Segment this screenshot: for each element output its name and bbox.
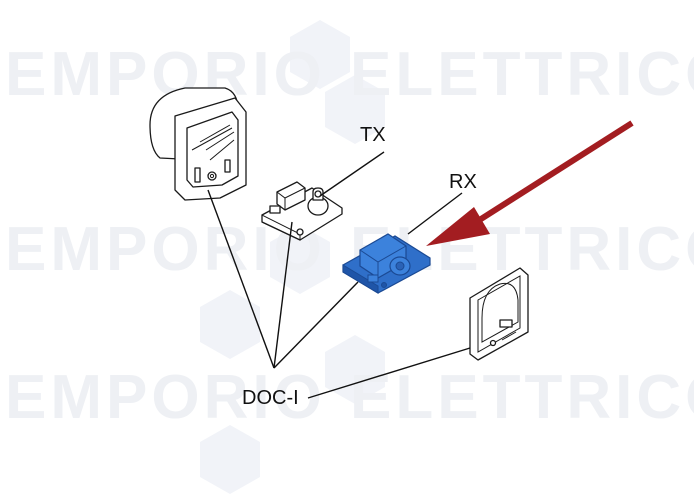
watermark-text-emporio: EMPORIO [5, 363, 326, 432]
leader-lines [207, 151, 471, 399]
photocell-housing [149, 87, 247, 201]
red-arrow-icon [426, 120, 634, 246]
rx-label: RX [449, 171, 477, 193]
tx-board [261, 181, 343, 241]
cover-plate [469, 267, 529, 361]
watermark-text-emporio: EMPORIO [5, 215, 326, 284]
watermark-text-elettrico: ELETTRICO [350, 40, 694, 109]
rx-board [342, 233, 431, 294]
doc-label: DOC-I [242, 387, 299, 409]
tx-label: TX [360, 124, 386, 146]
watermark-row-3: EMPORIO ELETTRICO [5, 363, 694, 432]
watermark-text-elettrico: ELETTRICO [350, 363, 694, 432]
watermark-row-1: EMPORIO ELETTRICO [5, 40, 694, 109]
